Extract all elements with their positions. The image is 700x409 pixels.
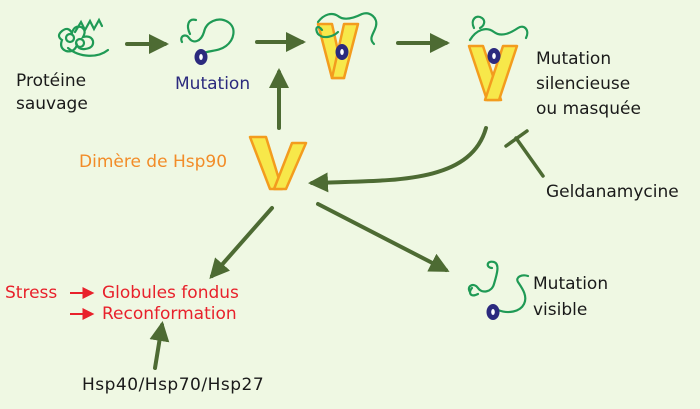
hsp90-dimer-icon bbox=[248, 135, 308, 191]
geldanamycin-label: Geldanamycine bbox=[546, 182, 679, 202]
hsp90-silent-complex-icon bbox=[467, 15, 529, 102]
mutated-protein-icon bbox=[180, 18, 235, 56]
wild-protein-label-line2: sauvage bbox=[16, 94, 88, 114]
silent-mutation-label-line2: silencieuse bbox=[536, 74, 631, 94]
arrow-dimer-to-globules bbox=[209, 206, 274, 279]
arrow-silent-to-dimer bbox=[308, 126, 488, 193]
silent-mutation-label-line1: Mutation bbox=[536, 49, 612, 69]
hsp90-dimer-label: Dimère de Hsp90 bbox=[79, 152, 228, 172]
visible-mutation-label-line2: visible bbox=[533, 300, 588, 320]
wild-protein-label-line1: Protéine bbox=[16, 71, 87, 91]
wild-protein-icon bbox=[57, 17, 110, 57]
stress-label: Stress bbox=[5, 283, 58, 303]
mutation-label: Mutation bbox=[175, 74, 251, 94]
molten-globules-label: Globules fondus bbox=[102, 283, 239, 303]
mutation-site-icon bbox=[486, 304, 500, 320]
hsp90-client-complex-icon bbox=[315, 12, 378, 80]
inhibition-bar-icon bbox=[504, 129, 545, 178]
stress-arrows bbox=[70, 287, 95, 320]
arrow-chaperones-to-refolding bbox=[149, 321, 170, 370]
visible-mutation-protein-icon bbox=[467, 260, 530, 314]
mutation-site-icon bbox=[194, 49, 208, 65]
silent-mutation-label-line3: ou masquée bbox=[536, 99, 641, 119]
pathway-arrows bbox=[125, 32, 488, 370]
refolding-label: Reconformation bbox=[102, 304, 237, 324]
arrow-dimer-to-visible bbox=[316, 202, 450, 272]
visible-mutation-label-line1: Mutation bbox=[533, 274, 609, 294]
chaperones-label: Hsp40/Hsp70/Hsp27 bbox=[82, 375, 265, 395]
